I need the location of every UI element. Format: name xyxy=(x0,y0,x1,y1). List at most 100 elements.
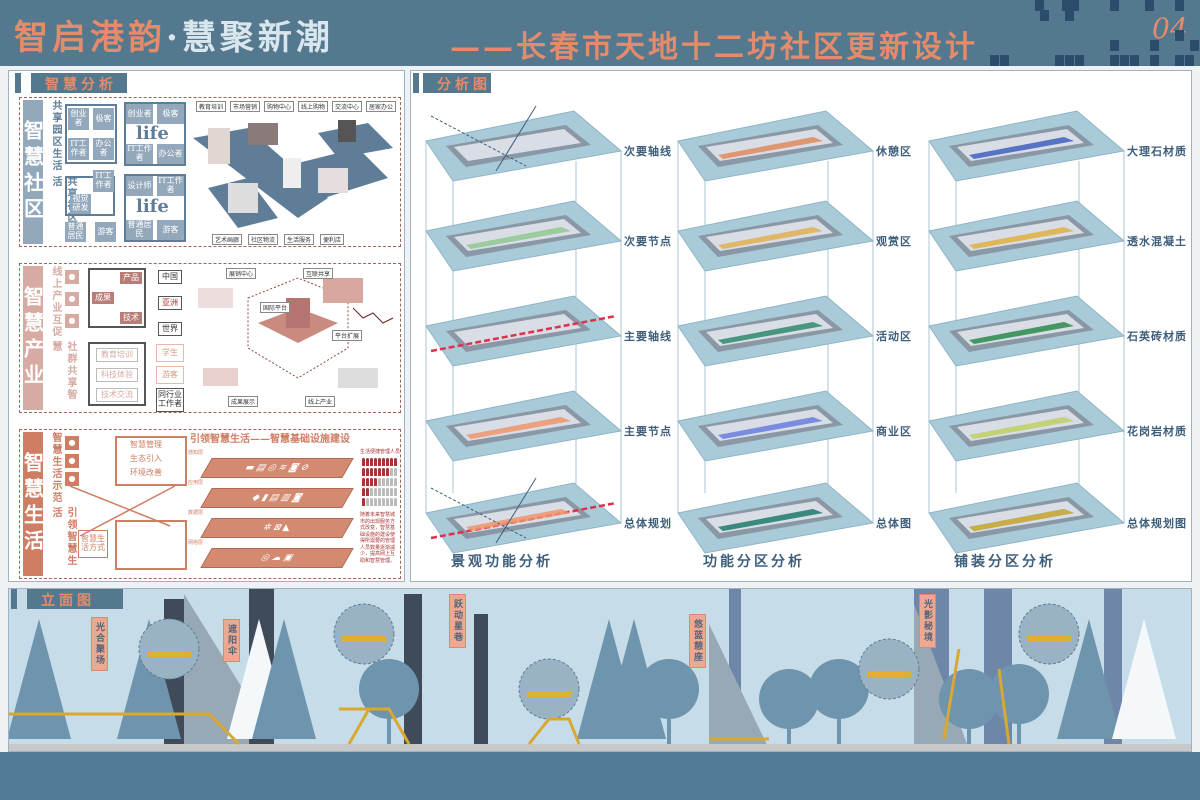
person-icon: ● xyxy=(65,472,79,486)
person-figure xyxy=(374,468,377,476)
audience-box: 游客 xyxy=(156,366,184,384)
person-figure xyxy=(370,488,373,496)
role-box: 设计师 xyxy=(126,176,153,196)
pixel-square xyxy=(1110,0,1119,11)
audience-box: 同行业工作者 xyxy=(156,388,184,412)
layer-label: 主要节点 xyxy=(624,425,672,438)
person-figure xyxy=(394,488,397,496)
tree-trunk xyxy=(837,689,841,744)
person-figure xyxy=(370,498,373,506)
audience-box: 学生 xyxy=(156,344,184,362)
map-tag: 居家办公 xyxy=(366,101,397,112)
zone-fill xyxy=(969,509,1074,531)
person-figure xyxy=(386,468,389,476)
pixel-square xyxy=(1035,0,1044,11)
layer-label: 石英砖材质 xyxy=(1127,330,1187,343)
detail-vignette xyxy=(138,618,200,680)
smart-analysis-tab: 智慧分析 xyxy=(31,73,127,93)
elevation-label: 光影秘境 xyxy=(919,594,936,648)
map-tag: 艺术画廊 xyxy=(212,234,243,245)
site-plan xyxy=(454,314,581,346)
pixel-square xyxy=(1070,0,1079,11)
infrastructure-heading: 引领智慧生活——智慧基础设施建设 xyxy=(190,434,350,445)
person-figure xyxy=(378,498,381,506)
detail-vignette xyxy=(333,603,395,665)
people-note: 随着未来智慧城市的出现服务方式改变，智慧基础设施的建设使得所需要的管理人员数量逐… xyxy=(360,512,396,564)
conifer-tree xyxy=(252,619,316,739)
secondary-axis xyxy=(430,115,527,167)
input-box: 成果 xyxy=(92,292,114,304)
measure-text: 智慧管理 xyxy=(130,440,162,449)
map-tag: 展销中心 xyxy=(226,268,257,279)
vignette-content xyxy=(147,651,191,657)
industry-side-text: 社群共享智慧 xyxy=(50,341,76,401)
role-box: 普通居民 xyxy=(65,222,86,242)
person-figure xyxy=(394,468,397,476)
layer-label: 大理石材质 xyxy=(1127,145,1187,158)
person-figure xyxy=(386,498,389,506)
zone-fill xyxy=(969,322,1074,344)
person-figure xyxy=(386,458,389,466)
detail-vignette xyxy=(1018,603,1080,665)
map-tag: 国际平台 xyxy=(260,302,291,313)
analysis-tab: 分析图 xyxy=(423,73,491,93)
smart-analysis-panel: 智慧分析 智慧社区 共享园区生活 共享社区生活 创业者 极客 IT工作者 办公者… xyxy=(8,70,405,582)
layer-label: 活动区 xyxy=(876,330,912,343)
map-tag: 市场营销 xyxy=(230,101,261,112)
person-icon: ● xyxy=(65,454,79,468)
input-box: 技术 xyxy=(120,312,142,324)
role-box: 办公者 xyxy=(93,138,114,160)
person-figure xyxy=(366,458,369,466)
detail-vignette xyxy=(518,658,580,720)
input-box: 产品 xyxy=(120,272,142,284)
life-frame xyxy=(124,102,186,166)
person-figure xyxy=(374,478,377,486)
column-title: 景观功能分析 xyxy=(451,554,553,570)
life-word: life xyxy=(136,123,169,144)
conifer-tree xyxy=(9,619,71,739)
industry-iso-map xyxy=(198,277,394,388)
activities-frame xyxy=(88,342,146,406)
smart-industry-block: 智慧产业 线上产业互促 社群共享智慧 ●●●产品成果技术中国亚洲世界教育培训科技… xyxy=(19,263,401,413)
tab-marker xyxy=(413,73,419,93)
layer-bar: ◆ ▮ ▤ ▥ ◙ xyxy=(200,488,354,508)
pixel-square xyxy=(1065,55,1074,66)
person-figure xyxy=(370,468,373,476)
elevation-label: 跃动星巷 xyxy=(449,594,466,648)
role-box: 极客 xyxy=(157,104,184,124)
elevation-tab: 立面图 xyxy=(27,589,123,609)
vignette-content xyxy=(527,691,571,697)
person-figure xyxy=(362,458,365,466)
measure-text: 生态引入 xyxy=(130,454,162,463)
layer-label: 总体规划图 xyxy=(1127,517,1187,530)
industry-side-text: 线上产业互促 xyxy=(50,266,61,338)
layer-label: 总体规划 xyxy=(624,517,672,530)
person-figure xyxy=(390,478,393,486)
layer-label: 商业区 xyxy=(876,425,912,438)
residents-frame xyxy=(115,520,187,570)
layer-bar: ▬ ▤ ◎ ≋ ◙ ⊘ xyxy=(200,458,354,478)
zone-fill xyxy=(466,227,571,249)
map-tag: 互联共享 xyxy=(303,268,334,279)
map-tag: 生活服务 xyxy=(284,234,315,245)
community-iso-map xyxy=(193,120,393,228)
tree-trunk xyxy=(667,689,671,744)
map-tag: 便利店 xyxy=(320,234,345,245)
person-figure xyxy=(394,498,397,506)
zone-fill xyxy=(718,322,823,344)
layer-label: 数据层 xyxy=(188,510,204,516)
person-figure xyxy=(370,458,373,466)
elevation-scene xyxy=(9,589,1191,751)
tree-trunk xyxy=(387,689,391,744)
person-figure xyxy=(378,478,381,486)
role-box: 创业者 xyxy=(126,104,153,124)
person-figure xyxy=(394,478,397,486)
conifer-tree xyxy=(117,619,181,739)
role-box: IT工作者 xyxy=(126,144,153,164)
footer-band xyxy=(0,752,1200,800)
role-box: IT工作者 xyxy=(93,170,114,192)
map-tag: 社区物流 xyxy=(248,234,279,245)
person-figure xyxy=(378,458,381,466)
site-plan xyxy=(454,129,581,161)
conifer-tree xyxy=(1112,619,1176,739)
